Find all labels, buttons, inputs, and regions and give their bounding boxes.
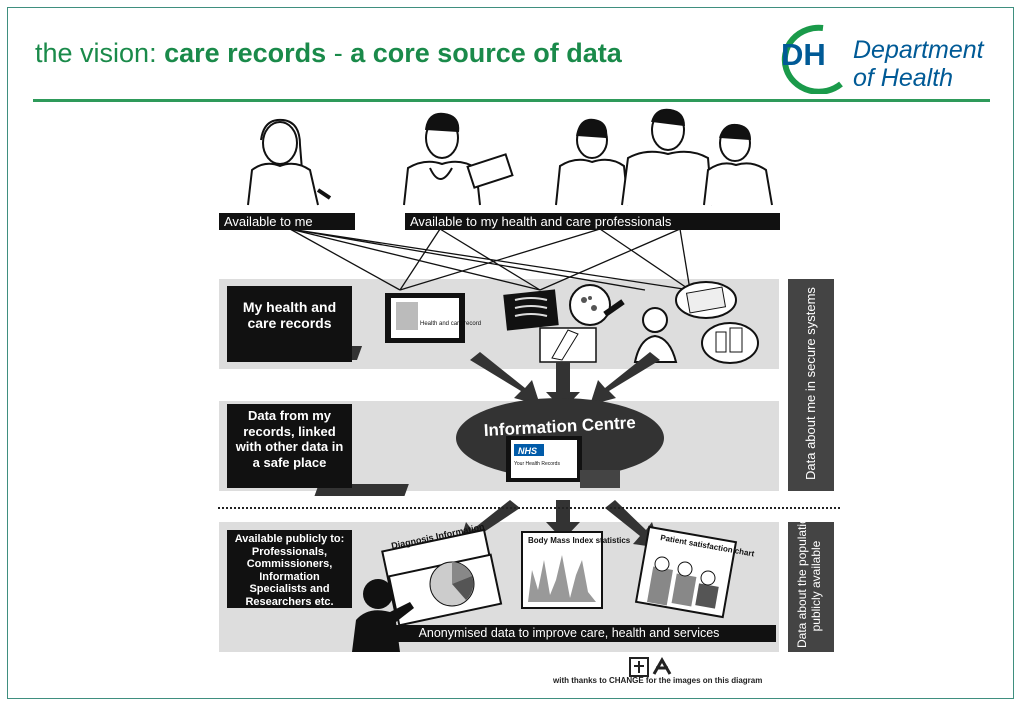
label-anonymised: Anonymised data to improve care, health … bbox=[362, 625, 776, 642]
person-patient-icon bbox=[247, 118, 332, 206]
person-staff-group-icon bbox=[555, 108, 773, 206]
side-text-secure: Data about me in secure systems bbox=[803, 287, 818, 480]
bmi-chart-icon bbox=[521, 531, 603, 609]
dh-logo-swoosh-icon bbox=[781, 24, 843, 94]
title-prefix: the vision: bbox=[35, 38, 165, 68]
change-logo-icon bbox=[629, 656, 672, 677]
xray-icon bbox=[503, 289, 559, 331]
row-label-public: Available publicly to: Professionals, Co… bbox=[227, 530, 352, 608]
nhs-screen-brand: NHS bbox=[518, 446, 537, 456]
medicine-icon bbox=[701, 322, 759, 364]
nhs-screen-subtitle: Your Health Records bbox=[514, 461, 560, 467]
health-card-icon bbox=[675, 281, 737, 319]
slide-title: the vision: care records - a core source… bbox=[35, 38, 622, 69]
access-lines bbox=[289, 228, 691, 291]
privacy-divider bbox=[218, 507, 840, 509]
nurse-portrait-icon bbox=[633, 307, 678, 363]
arrows-to-centre bbox=[470, 352, 660, 410]
bmi-chart-label: Body Mass Index statistics bbox=[528, 536, 631, 545]
dh-logo-text: Department of Health bbox=[853, 36, 984, 92]
side-text-public-line1: Data about the population bbox=[795, 510, 809, 648]
dh-logo-line1: Department bbox=[853, 36, 984, 64]
title-separator: - bbox=[326, 38, 351, 68]
dh-logo-initials: DH bbox=[781, 37, 826, 72]
slide-frame bbox=[7, 7, 1014, 699]
diagnosis-chart-icon bbox=[381, 528, 503, 627]
monitor-screen-text: Health and care record bbox=[420, 321, 481, 327]
title-core-source: a core source of data bbox=[350, 38, 622, 68]
lab-sample-icon bbox=[569, 284, 625, 326]
label-available-to-me: Available to me bbox=[219, 213, 355, 230]
row-label-records: My health and care records bbox=[227, 286, 352, 362]
footer-thanks: with thanks to CHANGE for the images on … bbox=[553, 676, 763, 685]
bandaged-arm-icon bbox=[539, 327, 597, 363]
side-bar-public bbox=[788, 522, 834, 652]
nhs-computer-icon bbox=[314, 436, 620, 496]
side-text-public-line2: publicly available bbox=[809, 540, 823, 632]
label-available-to-professionals: Available to my health and care professi… bbox=[405, 213, 780, 230]
side-bar-secure bbox=[788, 279, 834, 491]
title-rule bbox=[33, 99, 990, 102]
row-label-linked: Data from my records, linked with other … bbox=[227, 404, 352, 488]
satisfaction-chart-icon bbox=[634, 525, 738, 619]
dh-logo: DH Department of Health bbox=[767, 22, 1007, 94]
dh-logo-line2: of Health bbox=[853, 64, 954, 92]
side-text-public: Data about the population publicly avail… bbox=[795, 510, 823, 648]
title-care-records: care records bbox=[164, 38, 327, 68]
person-nurse-icon bbox=[403, 112, 514, 206]
